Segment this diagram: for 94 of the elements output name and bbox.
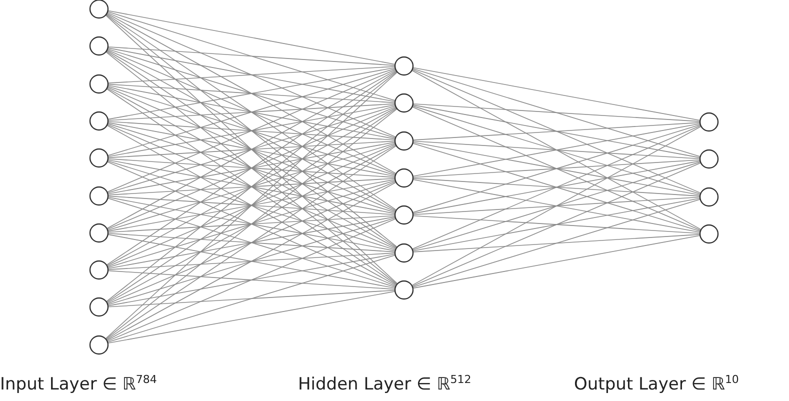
connection-line: [108, 140, 396, 158]
connection-line: [106, 50, 397, 248]
connection-line: [107, 48, 396, 102]
connection-line: [107, 104, 396, 157]
connection-line: [106, 124, 397, 286]
connection-line: [108, 252, 396, 270]
connection-line: [108, 158, 396, 178]
connection-line: [107, 122, 396, 177]
connection-line: [106, 70, 397, 266]
connection-line: [412, 142, 701, 196]
layer-label: Input Layer ∈ ℝ$^{784}$: [0, 373, 157, 395]
connection-line: [412, 234, 700, 252]
connection-line: [106, 49, 396, 175]
connection-line: [412, 160, 701, 214]
connection-line: [412, 69, 702, 194]
connection-line: [411, 126, 702, 286]
connection-line: [108, 103, 396, 121]
connection-line: [108, 215, 396, 233]
connection-line: [108, 290, 396, 308]
connection-line: [106, 182, 396, 341]
layer-label: Hidden Layer ∈ ℝ$^{512}$: [298, 373, 472, 395]
connection-line: [106, 181, 396, 304]
connection-line: [412, 162, 701, 250]
connection-line: [107, 254, 396, 342]
connection-line: [108, 196, 396, 216]
connection-line: [107, 180, 396, 268]
connection-line: [107, 254, 396, 306]
connection-line: [106, 70, 396, 229]
connection-line: [106, 69, 396, 192]
connection-line: [106, 218, 396, 342]
connection-line: [107, 68, 396, 156]
connection-line: [107, 86, 396, 176]
connection-line: [412, 140, 700, 160]
connection-line: [107, 217, 396, 306]
connection-line: [106, 144, 396, 304]
connection-line: [412, 122, 700, 140]
connection-line: [107, 216, 396, 269]
connection-line: [412, 159, 700, 178]
connection-line: [412, 178, 700, 196]
connection-line: [412, 67, 701, 121]
connection-line: [106, 108, 397, 303]
connection-line: [108, 84, 396, 104]
connection-line: [412, 198, 701, 252]
layer-label: Output Layer ∈ ℝ$^{10}$: [574, 373, 739, 395]
connection-line: [108, 121, 396, 140]
connection-line: [412, 103, 700, 122]
connection-line: [107, 123, 396, 213]
connection-line: [412, 162, 702, 287]
connection-line: [106, 161, 396, 287]
connection-line: [106, 144, 396, 267]
connection-line: [107, 159, 396, 214]
connection-line: [412, 125, 702, 250]
connection-line: [107, 198, 396, 288]
connection-line: [412, 106, 701, 194]
connection-line: [412, 179, 701, 233]
connection-line: [106, 88, 397, 249]
connection-line: [412, 123, 701, 177]
connection-line: [107, 48, 396, 138]
connection-line: [107, 10, 396, 65]
connection-line: [107, 142, 396, 194]
connection-line: [412, 124, 701, 213]
connection-line: [412, 235, 701, 289]
connection-line: [412, 68, 701, 158]
connection-line: [106, 107, 396, 266]
connection-line: [108, 232, 396, 252]
connection-line: [107, 234, 396, 289]
connection-line: [107, 196, 396, 252]
connection-line: [108, 270, 396, 290]
connection-line: [106, 14, 397, 211]
connection-line: [106, 86, 396, 212]
connection-line: [412, 198, 701, 288]
connection-line: [107, 67, 396, 120]
connection-line: [106, 124, 396, 250]
connection-line: [107, 11, 396, 102]
connection-line: [412, 142, 701, 232]
connection-line: [412, 215, 700, 234]
connection-line: [106, 12, 397, 174]
connection-line: [106, 12, 396, 138]
connection-line: [106, 106, 396, 230]
connection-line: [107, 291, 396, 344]
connection-line: [107, 160, 396, 250]
connection-line: [107, 142, 396, 231]
connection-line: [108, 178, 396, 196]
connection-line: [412, 106, 702, 231]
connection-line: [108, 46, 396, 66]
connection-line: [107, 84, 396, 140]
connection-line: [107, 179, 396, 232]
connection-line: [412, 104, 701, 158]
connection-line: [412, 196, 700, 216]
connection-line: [107, 106, 396, 194]
connection-line: [411, 70, 702, 230]
connection-line: [106, 50, 397, 212]
connection-line: [108, 66, 396, 84]
connection-line: [106, 145, 397, 340]
